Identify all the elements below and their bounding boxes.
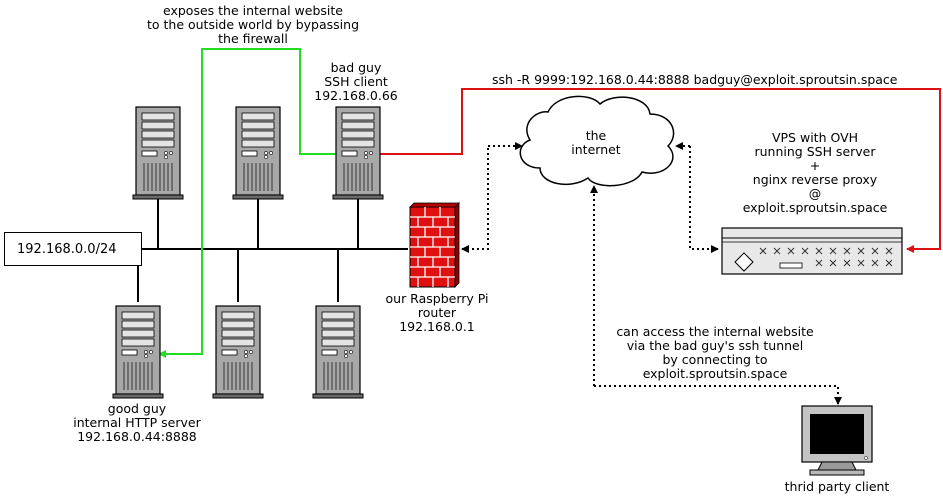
access-label: can access the internal website via the …: [616, 324, 814, 381]
dotted-links: [461, 142, 842, 405]
router-label: our Raspberry Pi router 192.168.0.1: [385, 291, 489, 334]
exposes-label: exposes the internal website to the outs…: [146, 3, 360, 46]
vps-label: VPS with OVH running SSH server + nginx …: [742, 130, 888, 215]
good-guy-label: good guy internal HTTP server 192.168.0.…: [73, 401, 201, 444]
server-bottom-3-icon: [312, 305, 364, 399]
brick-firewall-icon: [409, 202, 460, 288]
subnet-box: 192.168.0.0/24: [4, 232, 142, 266]
server-top-1-icon: [132, 106, 184, 200]
server-top-2-icon: [232, 106, 284, 200]
internet-label: the internet: [571, 128, 621, 157]
tunnel-path-green: [158, 48, 340, 358]
ssh-path-red: [378, 88, 941, 253]
lan-bus: [137, 198, 408, 302]
monitor-icon: [801, 405, 873, 476]
bad-guy-label: bad guy SSH client 192.168.0.66: [314, 60, 398, 103]
third-party-label: thrid party client: [784, 479, 890, 494]
cloud-icon: [519, 95, 675, 187]
ssh-command-label: ssh -R 9999:192.168.0.44:8888 badguy@exp…: [492, 72, 898, 87]
bad-guy-server-icon: [332, 106, 384, 200]
server-bottom-2-icon: [212, 305, 264, 399]
good-guy-server-icon: [112, 305, 164, 399]
rack-server-icon: [721, 227, 903, 275]
